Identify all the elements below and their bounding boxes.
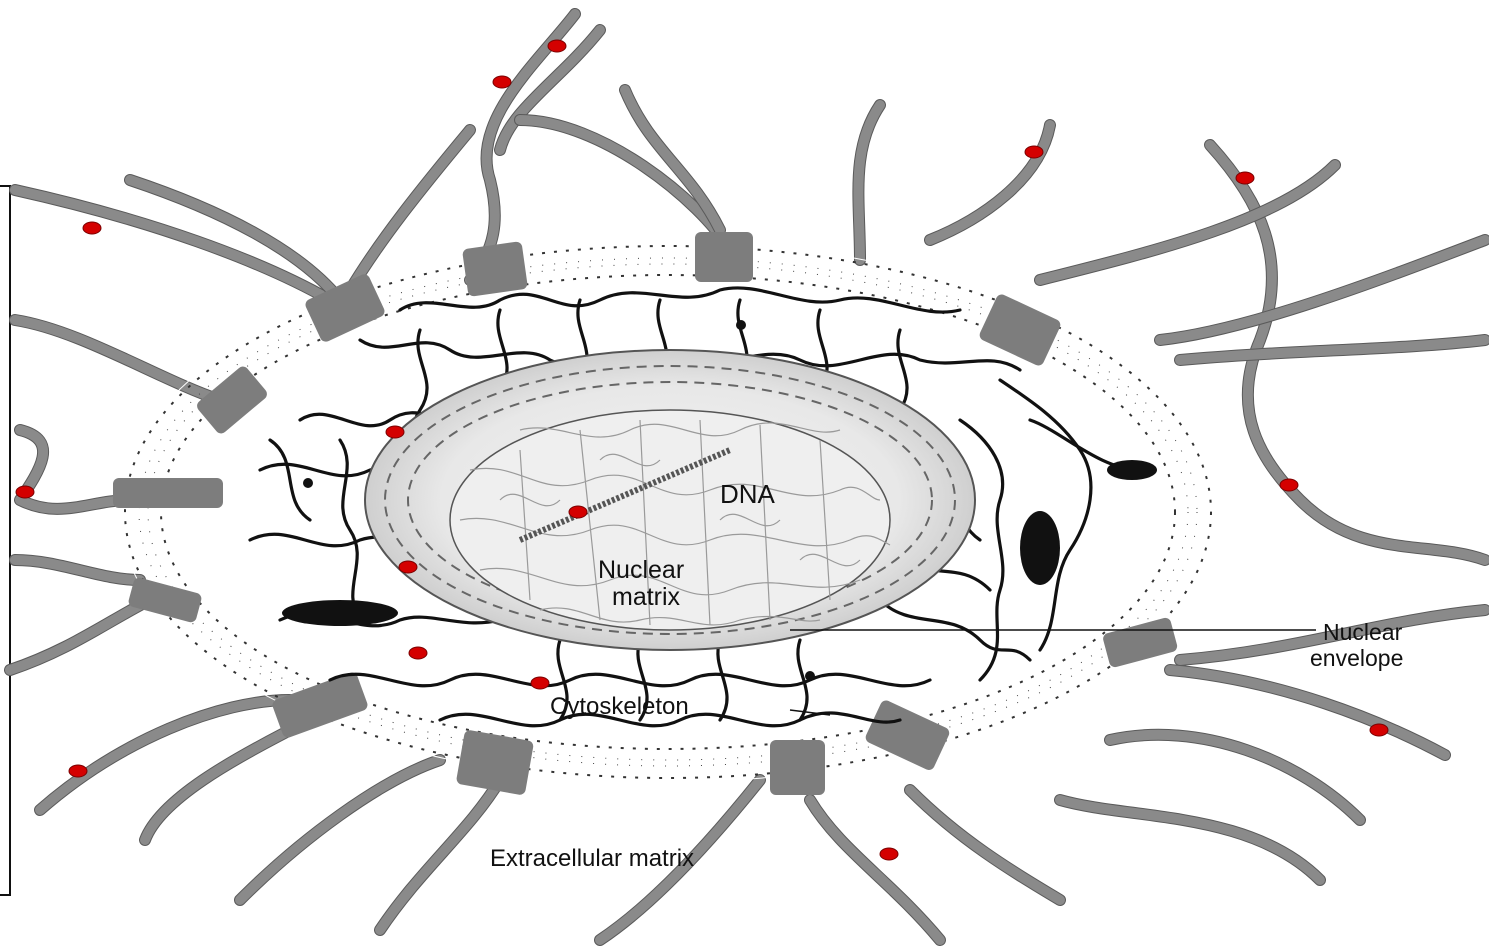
label-cytoskeleton: Cytoskeleton <box>550 693 689 720</box>
label-extracellular-matrix: Extracellular matrix <box>490 845 694 872</box>
label-dna: DNA <box>720 479 776 509</box>
label-nuclear-matrix-line2: matrix <box>612 583 681 611</box>
left-bracket-line <box>0 186 10 895</box>
label-nuclear-matrix-line1: Nuclear <box>598 556 684 584</box>
label-nuclear-envelope-line2: envelope <box>1310 645 1403 671</box>
label-nuclear-envelope-line1: Nuclear <box>1323 619 1403 645</box>
